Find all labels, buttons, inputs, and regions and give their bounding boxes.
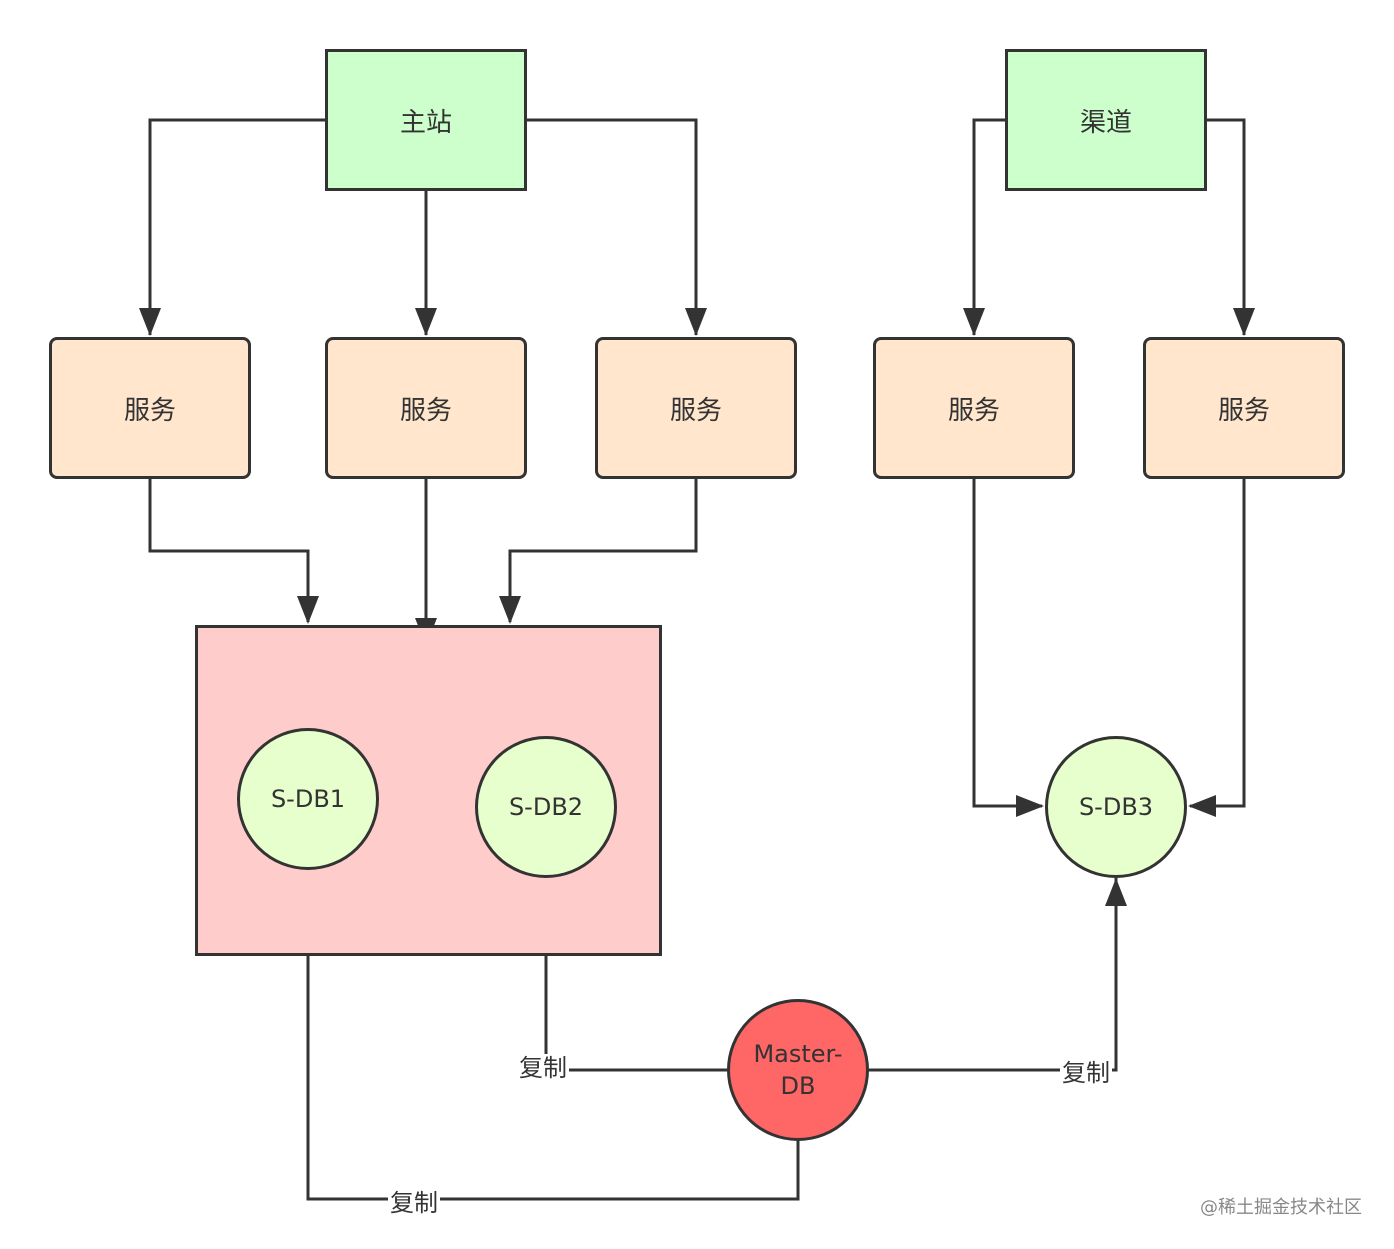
service-label: 服务 [1217,395,1270,426]
master-db-label: Master- DB [753,1038,842,1102]
service-node-4: 服务 [873,337,1075,479]
service-label: 服务 [669,395,722,426]
service-node-3: 服务 [595,337,797,479]
service-node-5: 服务 [1143,337,1345,479]
slave-db-1-label: S-DB1 [270,785,346,813]
channel-node: 渠道 [1005,49,1207,191]
master-db-label-line-2: DB [780,1072,816,1100]
channel-label: 渠道 [1079,107,1132,138]
arrowhead [499,596,521,624]
watermark: @稀土掘金技术社区 [1200,1197,1362,1218]
service-node-2: 服务 [325,337,527,479]
arrowhead [1188,795,1216,817]
arrowhead [1016,795,1044,817]
edge-main-to-service-3 [527,118,698,335]
arrowhead [297,596,319,624]
slave-db-1: S-DB1 [237,728,379,870]
edge-master-to-sdb1 [306,870,800,1201]
slave-db-3: S-DB3 [1045,736,1187,878]
arrowhead [139,308,161,336]
master-db: Master- DB [727,999,869,1141]
arrowhead [963,308,985,336]
edge-service-1-to-group [148,479,310,622]
edge-channel-to-service-5 [1207,118,1246,335]
slave-db-2: S-DB2 [475,736,617,878]
edge-service-5-to-sdb3 [1190,479,1246,808]
slave-db-3-label: S-DB3 [1078,793,1154,821]
arrowhead [415,308,437,336]
service-node-1: 服务 [49,337,251,479]
service-label: 服务 [399,395,452,426]
main-site-label: 主站 [399,107,452,138]
edge-channel-to-service-4 [972,118,1005,335]
slave-db-2-label: S-DB2 [508,793,584,821]
master-db-label-line-1: Master- [753,1040,843,1068]
edge-service-3-to-group [508,479,698,622]
arrowhead [1105,878,1127,906]
arrowhead [685,308,707,336]
service-label: 服务 [123,395,176,426]
replicate-label-sdb3: 复制 [1060,1059,1112,1087]
arrowhead [1233,308,1255,336]
service-label: 服务 [947,395,1000,426]
edge-service-4-to-sdb3 [972,479,1042,808]
edge-master-to-sdb3 [868,878,1118,1072]
edge-main-to-service-1 [148,118,325,335]
replicate-label-sdb1: 复制 [388,1189,440,1217]
main-site-node: 主站 [325,49,527,191]
replicate-label-sdb2: 复制 [517,1054,569,1082]
